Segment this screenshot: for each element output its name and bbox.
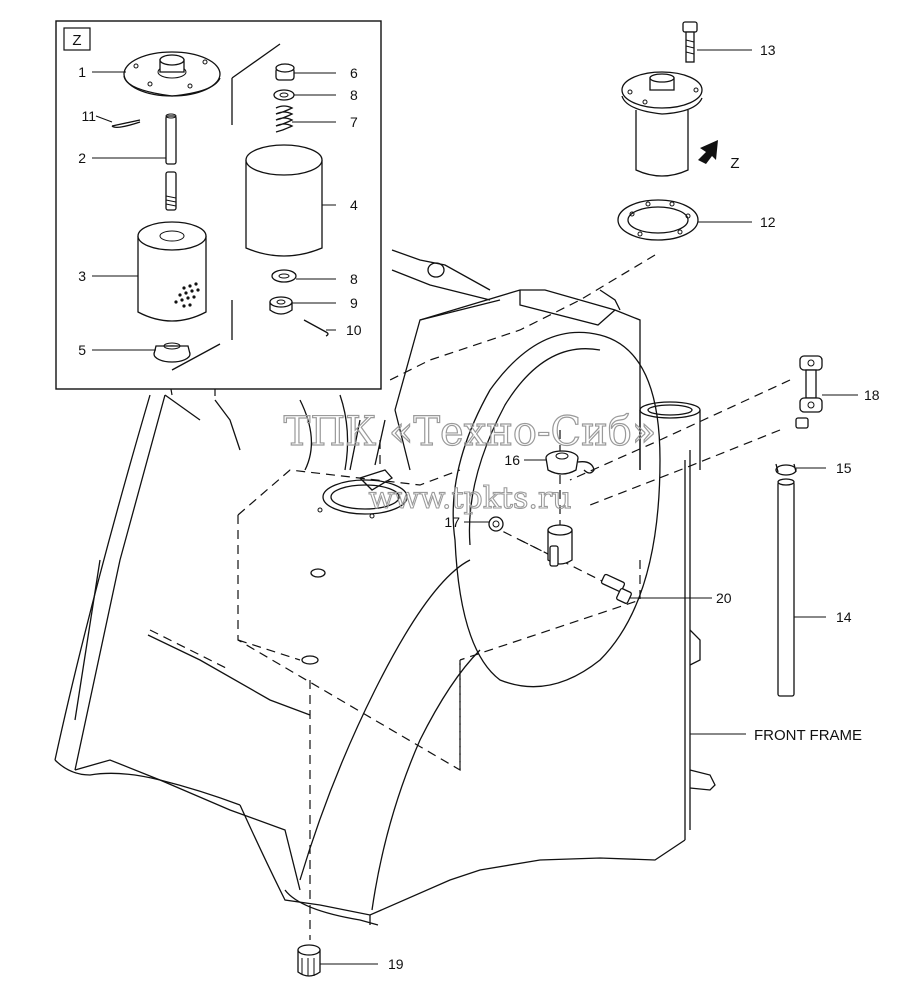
cotter-pin (111, 119, 141, 128)
view-z-arrow (698, 140, 718, 164)
filter-cover-plate (123, 51, 221, 97)
view-z-label: Z (730, 155, 739, 172)
callout-9: 9 (350, 295, 358, 311)
callout-4: 4 (350, 197, 358, 213)
callout-numbers: 1 11 2 3 5 6 8 7 4 8 9 10 13 12 18 15 14… (78, 42, 880, 972)
gasket-washer (488, 516, 504, 532)
filler-neck-bracket (547, 524, 573, 567)
tank-filler-opening (317, 419, 408, 519)
filter-seat (153, 342, 191, 363)
level-tube (777, 478, 795, 697)
leader-lines (92, 49, 858, 965)
hex-bolt (600, 573, 632, 604)
inset-tag-box (63, 27, 91, 51)
callout-2: 2 (78, 150, 86, 166)
filter-housing-assembly (621, 71, 703, 177)
watermark-company: ТПК «Техно-Сиб» (284, 409, 657, 455)
callout-8-upper: 8 (350, 87, 358, 103)
rubber-mount (297, 944, 321, 977)
watermark-url: www.tpkts.ru (368, 481, 571, 516)
filter-canister (245, 144, 323, 257)
level-gauge-link (795, 355, 823, 429)
filler-cap (545, 450, 595, 475)
front-frame-label: FRONT FRAME (754, 727, 862, 744)
callout-14: 14 (836, 609, 852, 625)
filter-rod (165, 113, 177, 211)
inset-tag: Z (72, 32, 81, 49)
callout-7: 7 (350, 114, 358, 130)
callout-18: 18 (864, 387, 880, 403)
filter-element (137, 221, 207, 322)
callout-10: 10 (346, 322, 362, 338)
callout-12: 12 (760, 214, 776, 230)
callout-20: 20 (716, 590, 732, 606)
callout-3: 3 (78, 268, 86, 284)
tank-plug (301, 568, 326, 665)
cap-nut (275, 63, 295, 81)
hex-nut (269, 296, 293, 315)
callout-6: 6 (350, 65, 358, 81)
washer-upper (273, 89, 295, 101)
callout-17: 17 (444, 514, 460, 530)
washer-lower (271, 269, 297, 283)
callout-16: 16 (504, 452, 520, 468)
callout-19: 19 (388, 956, 404, 972)
cover-bolt (682, 21, 698, 63)
callout-11: 11 (81, 108, 96, 124)
front-frame-body (54, 249, 716, 926)
callout-5: 5 (78, 342, 86, 358)
spring (275, 105, 294, 133)
callout-8-lower: 8 (350, 271, 358, 287)
hose-clamp (775, 463, 797, 476)
callout-1: 1 (78, 64, 86, 80)
gasket (617, 199, 699, 241)
callout-13: 13 (760, 42, 776, 58)
split-pin (303, 319, 329, 337)
callout-15: 15 (836, 460, 852, 476)
